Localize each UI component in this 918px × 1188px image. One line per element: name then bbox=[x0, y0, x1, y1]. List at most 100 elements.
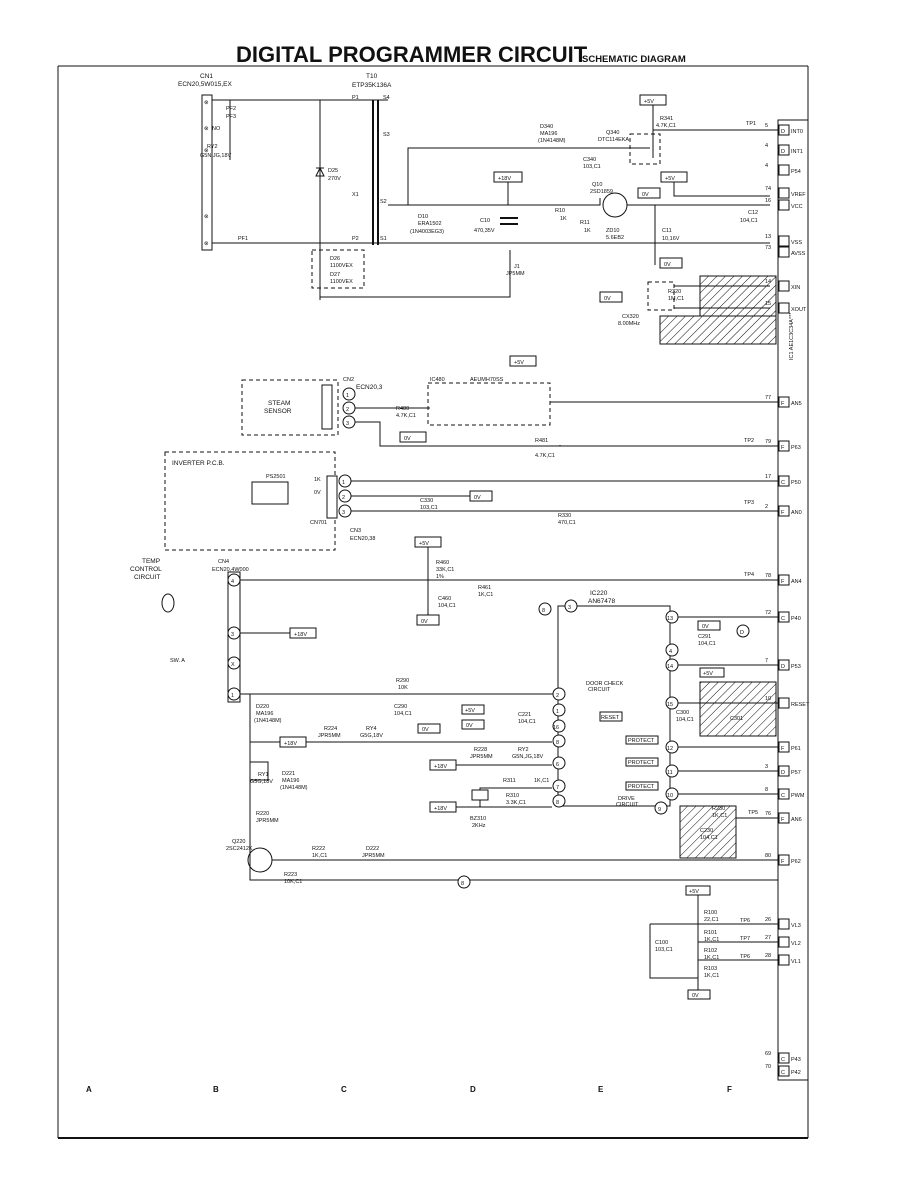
q10-label: Q10 bbox=[592, 182, 602, 188]
rail-5v-vref-label: +5V bbox=[665, 176, 675, 182]
rail-18v-r224-label: +18V bbox=[284, 741, 297, 747]
d222-label: D222 bbox=[366, 846, 379, 852]
tp8-label: TP6 bbox=[740, 954, 750, 960]
cn2-pin-2: 2 bbox=[346, 407, 349, 413]
ic1-pin-name: AN4 bbox=[791, 579, 802, 585]
r310-label: R310 bbox=[506, 793, 519, 799]
ry4-part: G5G,18V bbox=[360, 733, 383, 739]
d26-d27-box bbox=[311, 249, 365, 289]
node-d-label: D bbox=[740, 630, 744, 636]
svg-text:⊗: ⊗ bbox=[204, 126, 209, 132]
ic1-pin-box bbox=[778, 765, 790, 777]
rail-0v-q340 bbox=[637, 187, 661, 199]
ic1-pin-type: C bbox=[781, 793, 785, 799]
ic220-pin-7: 7 bbox=[556, 785, 559, 791]
ic1-pin-name: P42 bbox=[791, 1070, 801, 1076]
ic1-pin-name: INT0 bbox=[791, 129, 803, 135]
rail-0v-r480 bbox=[399, 431, 427, 443]
j1-label: J1 bbox=[514, 264, 520, 270]
cn4-pin-x: X bbox=[231, 662, 235, 668]
cn3-label: CN3 bbox=[350, 528, 361, 534]
ic220-pin-9: 9 bbox=[658, 807, 661, 813]
r230-value: 1K,C1 bbox=[712, 813, 727, 819]
r103-value: 1K,C1 bbox=[704, 973, 719, 979]
ic1-pin-type: C bbox=[781, 616, 785, 622]
cn2-pins: 1 2 3 bbox=[342, 387, 356, 429]
grid-letter-f: F bbox=[727, 1085, 732, 1094]
ry2-part: G5N,JG,18V bbox=[200, 153, 232, 159]
ic1-pin-name: VSS bbox=[791, 240, 802, 246]
ic1-pin-name: RESET bbox=[791, 702, 810, 708]
cn2-connector bbox=[321, 384, 333, 430]
c10-value: 470,35V bbox=[474, 228, 495, 234]
ic1-pin-number: 7 bbox=[765, 658, 768, 664]
r101-label: R101 bbox=[704, 930, 717, 936]
d220-alt: (1N4148M) bbox=[254, 718, 282, 724]
svg-text:⊗: ⊗ bbox=[204, 148, 209, 154]
protect-2: PROTECT bbox=[628, 760, 655, 766]
r480-value: 4.7K,C1 bbox=[396, 413, 416, 419]
d10-alt: (1N4003EG3) bbox=[410, 229, 444, 235]
r330-label: R330 bbox=[558, 513, 571, 519]
ic1-pin-name: P54 bbox=[791, 169, 801, 175]
ic220-pin-4: 4 bbox=[669, 649, 672, 655]
d27-part: 1100VEX bbox=[330, 279, 353, 285]
d340-part: MA196 bbox=[540, 131, 557, 137]
rail-18v-cn4-label: +18V bbox=[294, 632, 307, 638]
c300-value: 104,C1 bbox=[676, 717, 694, 723]
cx320-value: 8.00MHz bbox=[618, 321, 640, 327]
ic1-pin-box bbox=[778, 697, 790, 709]
r224-label: R224 bbox=[324, 726, 337, 732]
ic220-label: IC220 bbox=[590, 590, 608, 597]
switch-label: SW. A bbox=[170, 658, 185, 664]
tp5-label: TP5 bbox=[748, 810, 758, 816]
door-check-label-2: CIRCUIT bbox=[588, 687, 611, 693]
cn701-connector bbox=[326, 475, 338, 519]
r222-value: 1K,C1 bbox=[312, 853, 327, 859]
tp7-label: TP7 bbox=[740, 936, 750, 942]
ic1-pin-type: D bbox=[781, 770, 785, 776]
d27-label: D27 bbox=[330, 272, 340, 278]
ic1-pin-number: 77 bbox=[765, 395, 771, 401]
svg-text:⊗: ⊗ bbox=[204, 214, 209, 220]
ic1-pin-type: C bbox=[781, 1057, 785, 1063]
c100-value: 103,C1 bbox=[655, 947, 673, 953]
ic1-pin-number: 17 bbox=[765, 474, 771, 480]
d10-part: ERA1502 bbox=[418, 221, 442, 227]
rail-0v-c460-label: 0V bbox=[421, 619, 428, 625]
node-d bbox=[736, 624, 750, 638]
q340-box bbox=[629, 133, 661, 165]
ic1-pin-box bbox=[778, 1052, 790, 1064]
ic220-pin-8: 8 bbox=[556, 740, 559, 746]
drive-label-1: DRIVE bbox=[618, 796, 635, 802]
r230-label: R230 bbox=[712, 806, 725, 812]
d25-label: D25 bbox=[328, 168, 338, 174]
rail-0v-c221-label: 0V bbox=[466, 723, 473, 729]
ps2501-label: PS2501 bbox=[266, 474, 286, 480]
d221-alt: (1N4148M) bbox=[280, 785, 308, 791]
q10-part: 2SD1859 bbox=[590, 189, 613, 195]
ic1-pin-name: XOUT bbox=[791, 307, 807, 313]
ic1-pin-name: P50 bbox=[791, 480, 801, 486]
r310-value: 3.3K,C1 bbox=[506, 800, 526, 806]
c460-value: 104,C1 bbox=[438, 603, 456, 609]
ic1-pin-number: 8 bbox=[765, 787, 768, 793]
ic1-pin-box bbox=[778, 788, 790, 800]
ic220-pin-3: 3 bbox=[568, 605, 571, 611]
t10-s4: S4 bbox=[383, 95, 390, 101]
ic1-pin-box bbox=[778, 187, 790, 199]
d340-alt: (1N4148M) bbox=[538, 138, 566, 144]
ic1-pin-box bbox=[778, 574, 790, 586]
ic1-pin-name: P53 bbox=[791, 664, 801, 670]
protect-1: PROTECT bbox=[628, 738, 655, 744]
